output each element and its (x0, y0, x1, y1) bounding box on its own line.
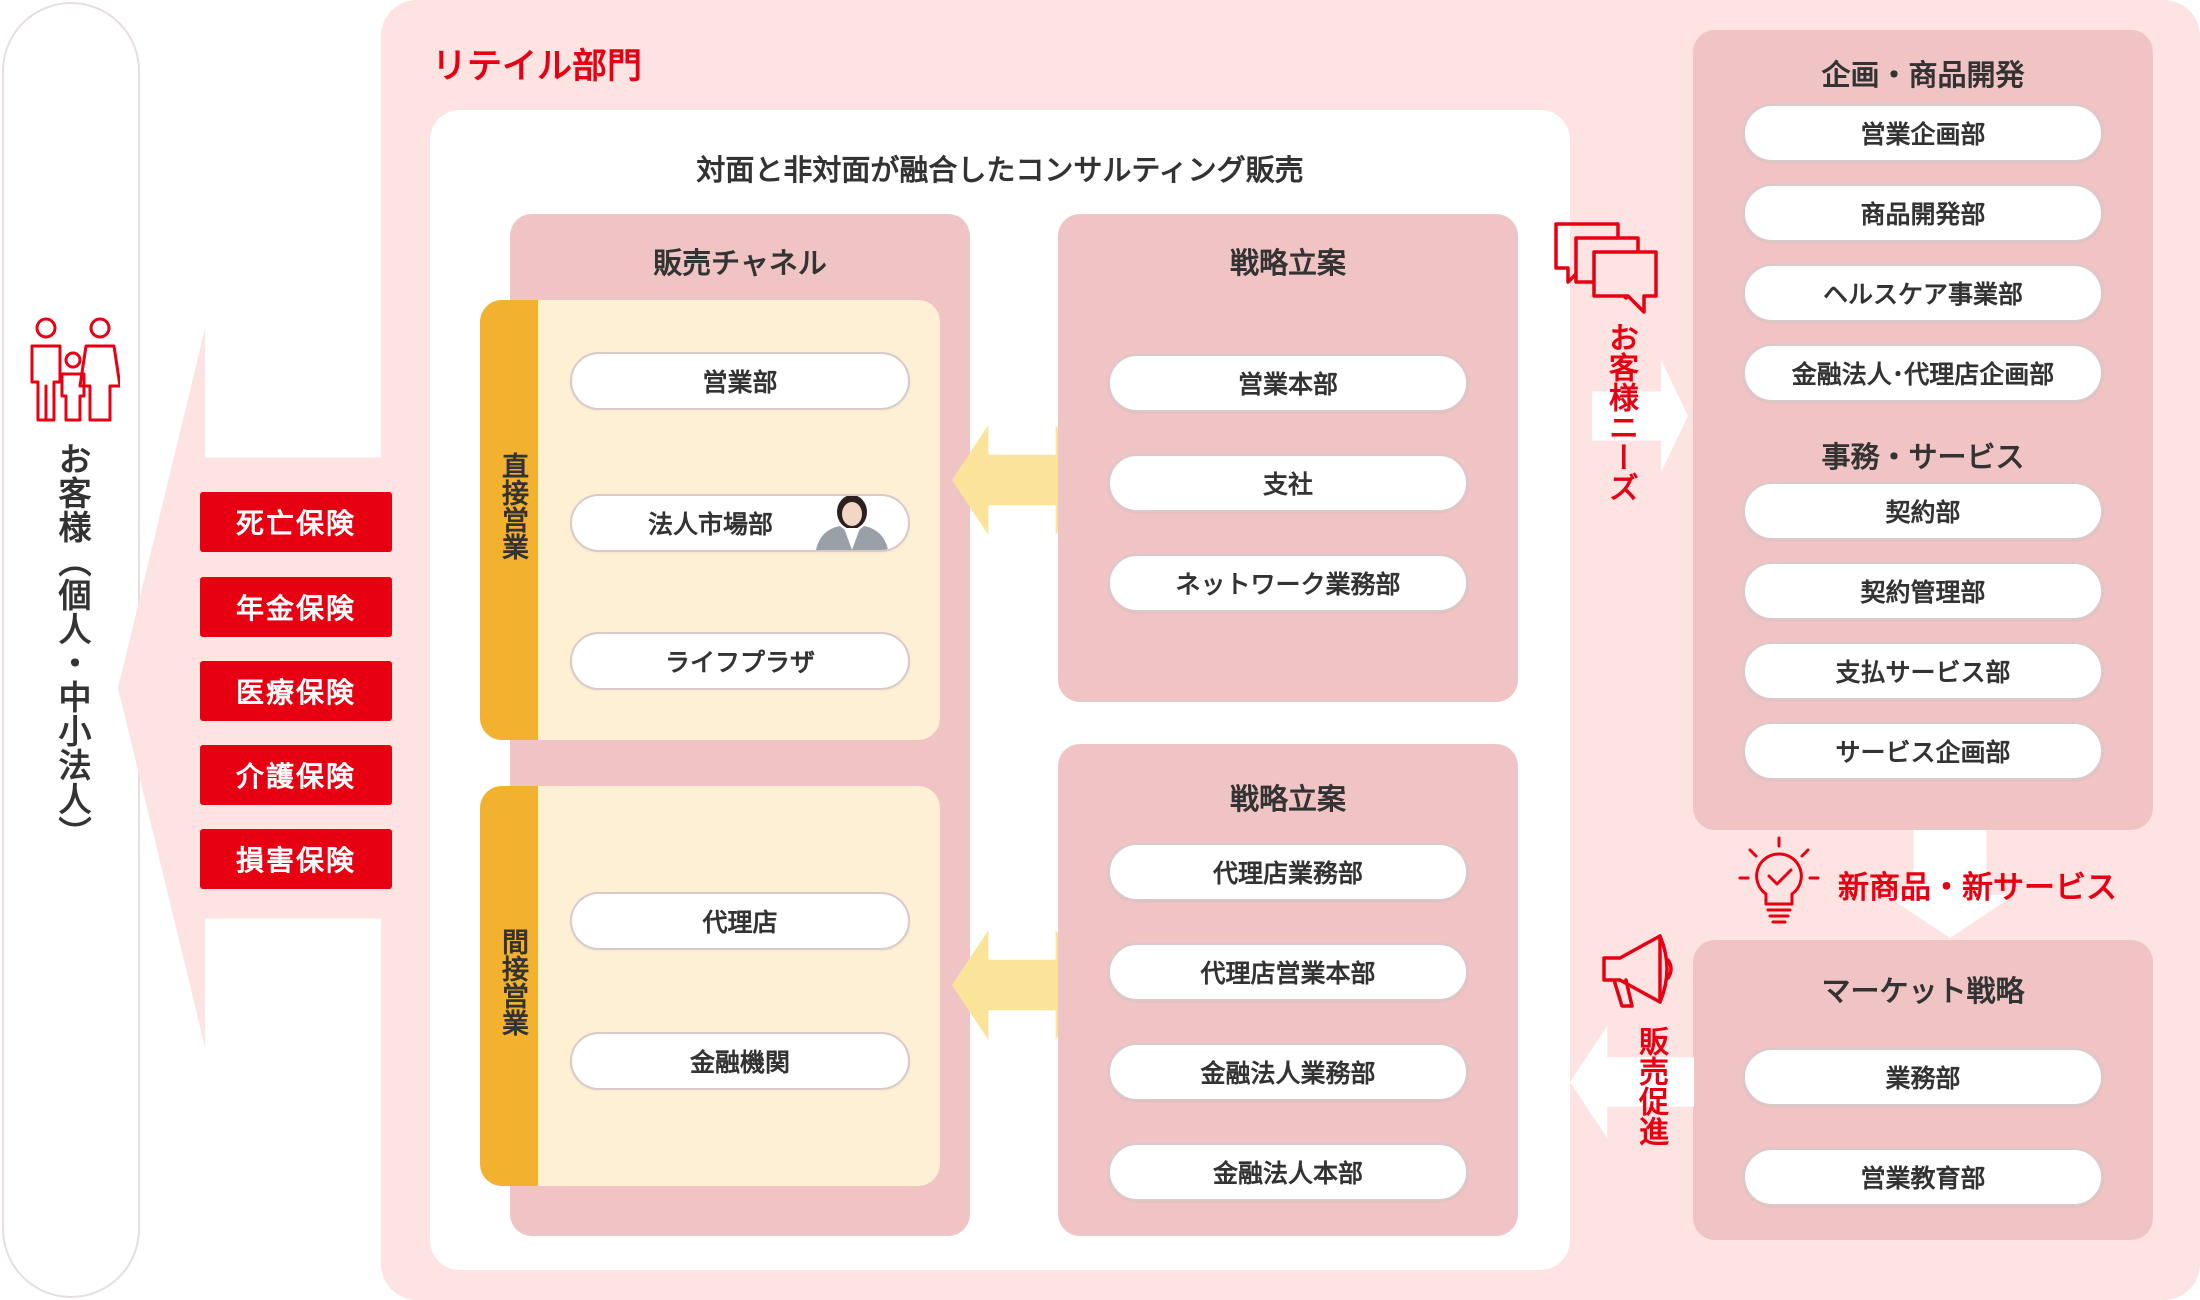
indirect-sales-bar (480, 786, 540, 1186)
planning-financial-agency-planning: 金融法人･代理店企画部 (1743, 344, 2103, 402)
channel-corporate-market-dept: 法人市場部 (570, 494, 910, 552)
channel-life-plaza: ライフプラザ (570, 632, 910, 690)
planning-healthcare-business: ヘルスケア事業部 (1743, 264, 2103, 322)
megaphone-icon (1602, 934, 1673, 1008)
strategy-financial-corp-operations: 金融法人業務部 (1108, 1043, 1468, 1101)
services-payment: 支払サービス部 (1743, 642, 2103, 700)
customer-needs-label: お客様ニーズ (1603, 322, 1638, 502)
family-icon (30, 317, 120, 422)
product-care-insurance: 介護保険 (200, 745, 392, 805)
direct-sales-bar (480, 300, 540, 740)
new-products-label: 新商品・新サービス (1838, 870, 2117, 906)
strategy-branch-office: 支社 (1108, 454, 1468, 512)
strategy-top-title: 戦略立案 (1229, 246, 1346, 280)
direct-sales-label: 直接営業 (497, 452, 528, 560)
product-pension-insurance: 年金保険 (200, 577, 392, 637)
retail-title: リテイル部門 (432, 47, 643, 87)
strategy-agency-sales-hq: 代理店営業本部 (1108, 943, 1468, 1001)
strategy-agency-operations: 代理店業務部 (1108, 843, 1468, 901)
strategy-bottom-title: 戦略立案 (1229, 782, 1346, 816)
channel-financial-institution: 金融機関 (570, 1032, 910, 1090)
product-death-insurance: 死亡保険 (200, 492, 392, 552)
market-sales-education: 営業教育部 (1743, 1148, 2103, 1206)
sales-channel-title: 販売チャネル (653, 246, 827, 280)
planning-product-development: 商品開発部 (1743, 184, 2103, 242)
strategy-sales-headquarters: 営業本部 (1108, 354, 1468, 412)
light-bulb-icon (1738, 836, 1820, 924)
channel-agency: 代理店 (570, 892, 910, 950)
strategy-network-operations: ネットワーク業務部 (1108, 554, 1468, 612)
services-contract-management: 契約管理部 (1743, 562, 2103, 620)
chat-bubbles-icon (1554, 222, 1658, 314)
consulting-title: 対面と非対面が融合したコンサルティング販売 (696, 153, 1304, 187)
services-contract: 契約部 (1743, 482, 2103, 540)
planning-sales-planning: 営業企画部 (1743, 104, 2103, 162)
planning-title: 企画・商品開発 (1821, 58, 2025, 92)
customer-panel: お客様（個人・中小法人） (2, 2, 140, 1298)
indirect-sales-box (538, 786, 940, 1186)
product-medical-insurance: 医療保険 (200, 661, 392, 721)
channel-sales-dept: 営業部 (570, 352, 910, 410)
services-service-planning: サービス企画部 (1743, 722, 2103, 780)
customer-label: お客様（個人・中小法人） (53, 442, 92, 850)
sales-promotion-label: 販売促進 (1633, 1026, 1668, 1146)
product-nonlife-insurance: 損害保険 (200, 829, 392, 889)
businesswoman-photo-icon (816, 496, 888, 550)
market-operations: 業務部 (1743, 1048, 2103, 1106)
channel-corporate-market-label: 法人市場部 (648, 510, 774, 539)
market-strategy-title: マーケット戦略 (1821, 974, 2025, 1008)
services-title: 事務・サービス (1821, 440, 2025, 474)
strategy-financial-corp-hq: 金融法人本部 (1108, 1143, 1468, 1201)
indirect-sales-label: 間接営業 (497, 928, 528, 1036)
